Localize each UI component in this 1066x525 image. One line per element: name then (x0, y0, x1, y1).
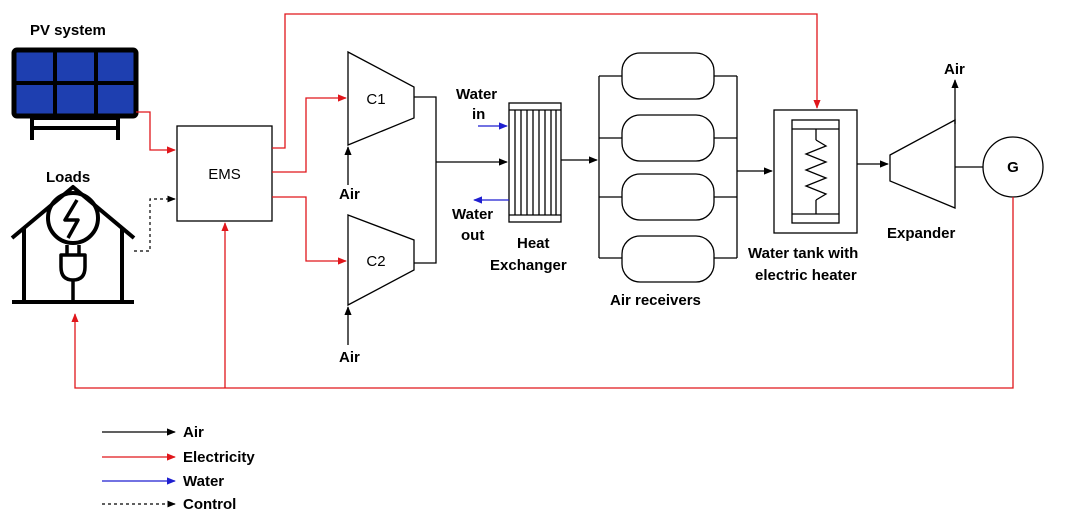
expander (889, 118, 956, 209)
air-c2-label: Air (339, 349, 360, 366)
air-receiver-2 (621, 114, 715, 162)
compressor-manifold (414, 96, 437, 264)
legend-air-label: Air (183, 424, 204, 441)
legend-water-label: Water (183, 473, 224, 490)
generator-to-loads-line (71, 197, 1014, 389)
legend-control-label: Control (183, 496, 236, 513)
air-receiver-4 (621, 235, 715, 283)
c1-label: C1 (366, 91, 385, 108)
water-out-label-2: out (461, 227, 484, 244)
water-out-label-1: Water (452, 206, 493, 223)
heat-exchanger-label-2: Exchanger (490, 257, 567, 274)
ems-label: EMS (208, 166, 241, 183)
compressor-c2: C2 (347, 214, 415, 307)
air-receivers (598, 52, 738, 283)
generator-label: G (1007, 159, 1019, 176)
water-tank-label-2: electric heater (755, 267, 857, 284)
ems-to-c2-line (272, 196, 347, 265)
water-in-label-1: Water (456, 86, 497, 103)
air-receiver-1 (621, 52, 715, 100)
ems-to-heater-line (272, 13, 821, 149)
ems-to-c1-line (272, 94, 347, 173)
water-in-label-2: in (472, 106, 485, 123)
legend-electricity-label: Electricity (183, 449, 255, 466)
pv-panel-icon (11, 47, 139, 140)
loads-to-ems-control (134, 195, 176, 252)
water-tank-label-1: Water tank with (748, 245, 858, 262)
pv-system-label: PV system (30, 22, 106, 39)
c2-label: C2 (366, 253, 385, 270)
ems-box: EMS (176, 125, 273, 222)
air-receiver-3 (621, 173, 715, 221)
house-load-icon (10, 185, 136, 304)
heat-exchanger-label-1: Heat (517, 235, 550, 252)
water-tank (773, 109, 858, 234)
loads-label: Loads (46, 169, 90, 186)
pv-to-ems-line (136, 111, 176, 154)
heat-exchanger (508, 102, 562, 223)
air-c1-label: Air (339, 186, 360, 203)
expander-label: Expander (887, 225, 956, 242)
compressor-c1: C1 (347, 50, 415, 146)
legend: Air Electricity Water Control (102, 424, 255, 513)
generator: G (982, 136, 1044, 198)
air-out-label: Air (944, 61, 965, 78)
air-receivers-label: Air receivers (610, 292, 701, 309)
